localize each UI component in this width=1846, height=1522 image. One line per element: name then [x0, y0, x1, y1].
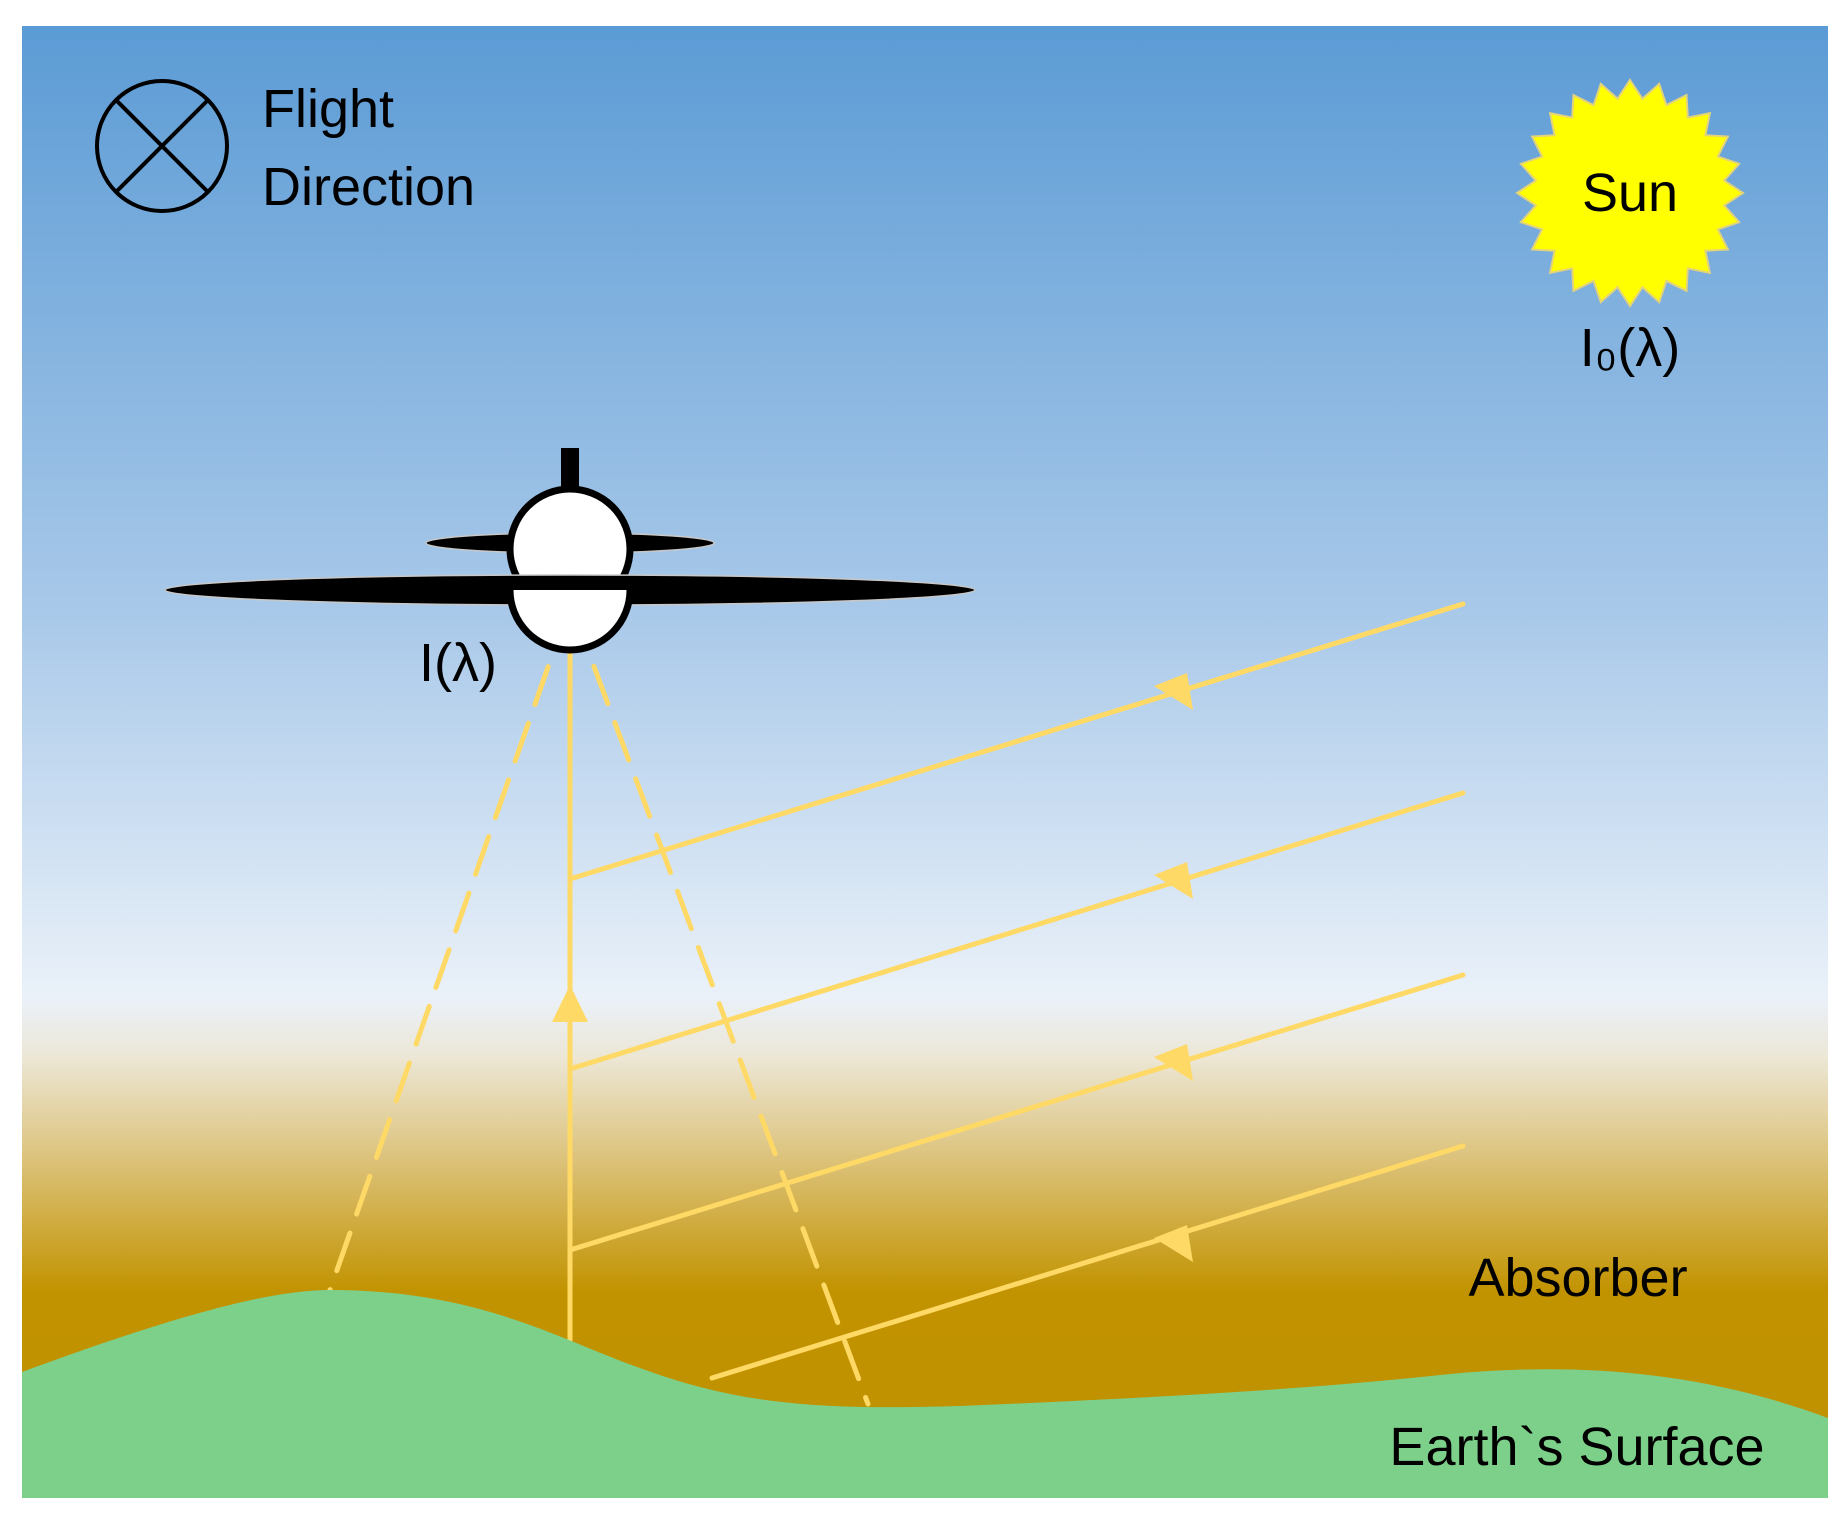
- flight-direction-label-line1: Flight: [262, 79, 394, 139]
- light-rays: [327, 601, 1466, 1407]
- incident-ray-2: [567, 790, 1466, 1072]
- field-of-view-right: [570, 607, 871, 1407]
- flight-direction-label-line2: Direction: [262, 157, 475, 217]
- arrowhead-ray-3: [1154, 1044, 1193, 1081]
- incident-ray-4: [709, 1143, 1466, 1381]
- incident-ray-3: [567, 972, 1466, 1253]
- aircraft-front-view-icon: [164, 448, 976, 654]
- earth-surface-label: Earth`s Surface: [1389, 1417, 1764, 1477]
- measured-intensity-label: I(λ): [419, 633, 497, 693]
- arrowhead-ray-1: [1154, 673, 1193, 710]
- earth-surface: [22, 1290, 1828, 1498]
- incident-ray-1: [567, 601, 1466, 882]
- ray-arrowheads: [552, 598, 1193, 1262]
- circled-x-icon: [95, 79, 229, 213]
- sky-background: [22, 26, 1828, 1498]
- solar-irradiance-label: I₀(λ): [1580, 318, 1680, 378]
- fuselage-lower-half: [512, 590, 628, 648]
- arrowhead-ray-4: [1154, 1225, 1193, 1262]
- arrowhead-ray-2: [1154, 862, 1193, 899]
- absorber-label: Absorber: [1468, 1248, 1687, 1308]
- arrowhead-vertical: [552, 985, 588, 1022]
- sun-label: Sun: [1582, 163, 1678, 223]
- sun-icon: [1515, 78, 1745, 308]
- field-of-view-left: [327, 607, 571, 1293]
